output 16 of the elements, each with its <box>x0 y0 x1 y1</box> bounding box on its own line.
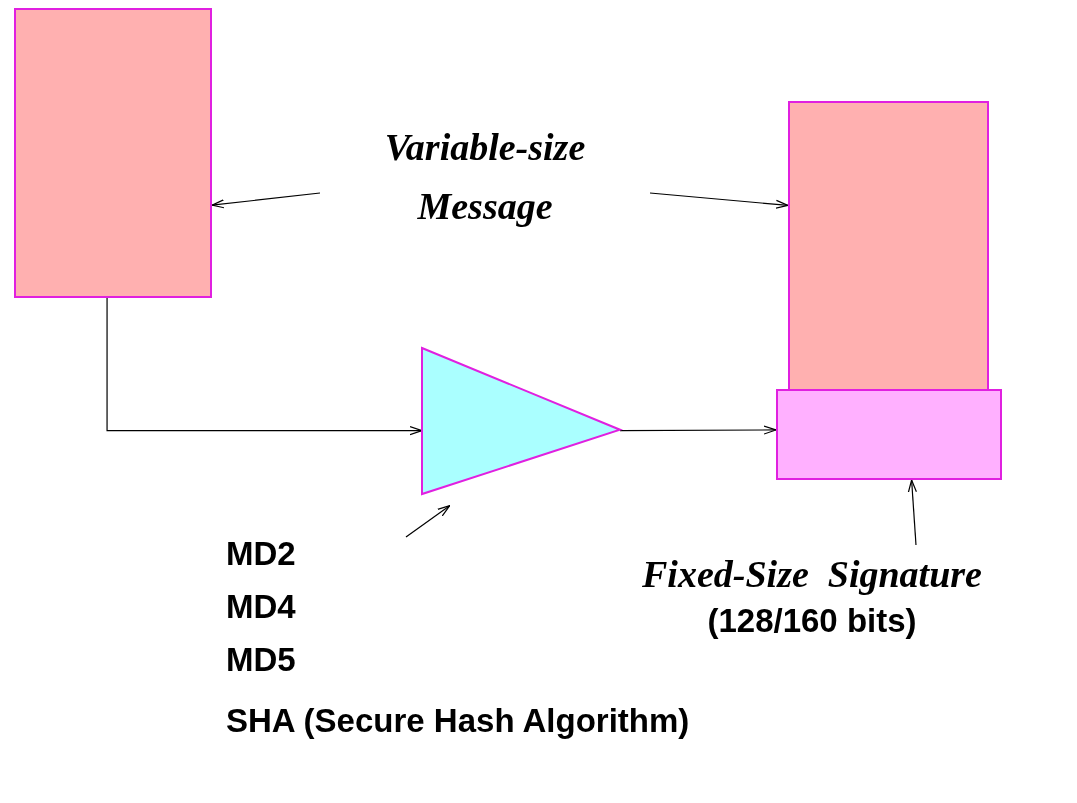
caption-text: Variable-size Message <box>383 125 587 229</box>
algorithm-name: SHA (Secure Hash Algorithm) <box>226 704 691 737</box>
arrow <box>619 425 777 435</box>
message-block <box>776 389 1002 480</box>
message-block <box>14 8 212 298</box>
algorithm-name: MD4 <box>226 590 297 623</box>
arrow <box>649 192 789 209</box>
arrow <box>211 192 321 209</box>
leader-arrow <box>907 479 917 546</box>
leader-arrow <box>405 505 451 538</box>
arrow <box>106 297 423 436</box>
caption-text: (128/160 bits) <box>706 603 918 637</box>
caption-text: Fixed-Size Signature <box>641 552 983 597</box>
algorithm-name: MD5 <box>226 643 297 676</box>
algorithm-name: MD2 <box>226 537 297 570</box>
message-block <box>788 101 989 391</box>
